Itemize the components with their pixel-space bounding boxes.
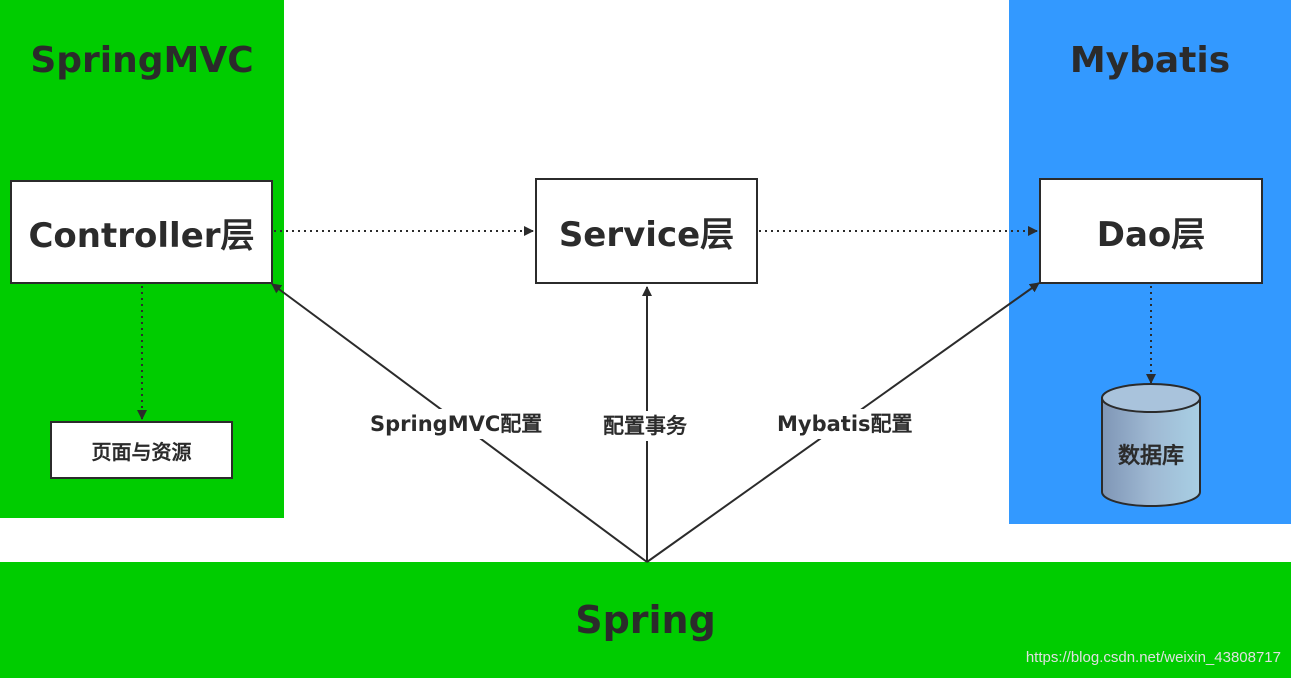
- mybatis-config-label: Mybatis配置: [775, 409, 915, 439]
- springmvc-config-label: SpringMVC配置: [368, 409, 545, 439]
- pages-resources-box: 页面与资源: [50, 421, 233, 479]
- pages-resources-label: 页面与资源: [91, 439, 192, 464]
- dao-layer-box: Dao层: [1039, 178, 1263, 284]
- database-cylinder: [1101, 383, 1201, 507]
- dao-layer-label: Dao层: [1096, 214, 1206, 255]
- controller-layer-box: Controller层: [10, 180, 273, 284]
- watermark: https://blog.csdn.net/weixin_43808717: [1025, 649, 1281, 666]
- transaction-config-label: 配置事务: [601, 411, 689, 441]
- spring-title: Spring: [575, 598, 716, 642]
- database-label: 数据库: [1117, 444, 1184, 469]
- service-layer-box: Service层: [535, 178, 758, 284]
- mybatis-title: Mybatis: [1069, 40, 1231, 81]
- controller-layer-label: Controller层: [28, 215, 255, 256]
- springmvc-title: SpringMVC: [30, 40, 254, 81]
- spring-panel: [0, 562, 1291, 678]
- service-layer-label: Service层: [558, 214, 735, 255]
